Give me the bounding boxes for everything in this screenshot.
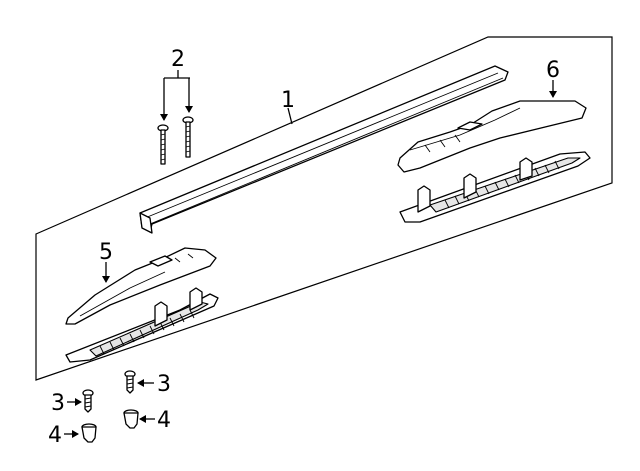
callout-2: 2 xyxy=(171,47,185,72)
screw-lower xyxy=(82,389,94,413)
grommet-upper xyxy=(123,409,139,429)
rear-rail-cover xyxy=(397,100,587,173)
callout-6: 6 xyxy=(546,58,560,83)
front-rail-base xyxy=(65,287,219,363)
grommet-lower xyxy=(81,423,97,443)
callout-1: 1 xyxy=(281,88,295,113)
callout-5: 5 xyxy=(99,240,113,265)
front-rail-cover xyxy=(65,247,217,325)
callout-3-lower: 3 xyxy=(51,391,65,416)
screw-upper xyxy=(124,370,136,394)
rear-rail-base xyxy=(399,151,591,223)
stud-bolt-right xyxy=(182,116,194,158)
leader-lines xyxy=(64,70,557,438)
assembly-panel xyxy=(35,36,613,381)
callout-3-upper: 3 xyxy=(157,372,171,397)
callout-4-lower: 4 xyxy=(48,423,62,448)
stud-bolt-left xyxy=(157,124,169,165)
callout-4-upper: 4 xyxy=(157,408,171,433)
roof-rail-molding xyxy=(139,65,509,234)
